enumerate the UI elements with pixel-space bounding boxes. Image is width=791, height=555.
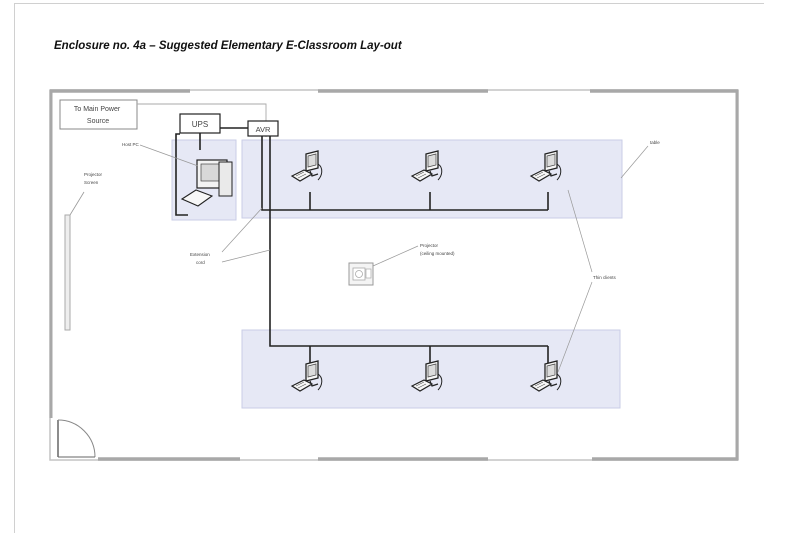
projector-screen <box>64 191 85 331</box>
extension-cord-label-line-2: cord <box>196 260 205 265</box>
thin-clients-label: Thin clients <box>593 275 617 280</box>
door-swing-icon <box>57 419 96 458</box>
ups-unit: UPS <box>179 113 221 134</box>
host-pc <box>180 159 233 207</box>
extension-cord-label: Extension cord <box>190 252 211 265</box>
extension-cord-callout <box>221 207 271 263</box>
thin-clients-callout <box>557 189 593 373</box>
avr-label: AVR <box>256 125 271 134</box>
svg-text:To Main Power Source: To Main Power Source <box>74 106 122 125</box>
projector-icon <box>348 262 374 286</box>
projector-screen-label: Projector Screen <box>84 172 103 185</box>
projector-label-line-1: Projector <box>420 243 439 248</box>
avr-unit: AVR <box>247 120 279 137</box>
main-power-label-line-2: Source <box>87 118 109 125</box>
page-title: Enclosure no. 4a – Suggested Elementary … <box>54 40 402 52</box>
page-border-left <box>14 3 15 533</box>
main-power-label-line-1: To Main Power <box>74 106 121 113</box>
table-label: table <box>650 140 660 145</box>
power-cabling <box>175 127 549 364</box>
projector-label: Projector (ceiling mounted) <box>420 243 455 256</box>
projector-label-line-2: (ceiling mounted) <box>420 251 455 256</box>
host-pc-label: Host PC <box>122 142 140 147</box>
ups-label: UPS <box>192 120 208 129</box>
page-border-top <box>14 3 764 4</box>
extension-cord-label-line-1: Extension <box>190 252 210 257</box>
projector-screen-label-line-2: Screen <box>84 180 99 185</box>
projector-screen-label-line-1: Projector <box>84 172 103 177</box>
